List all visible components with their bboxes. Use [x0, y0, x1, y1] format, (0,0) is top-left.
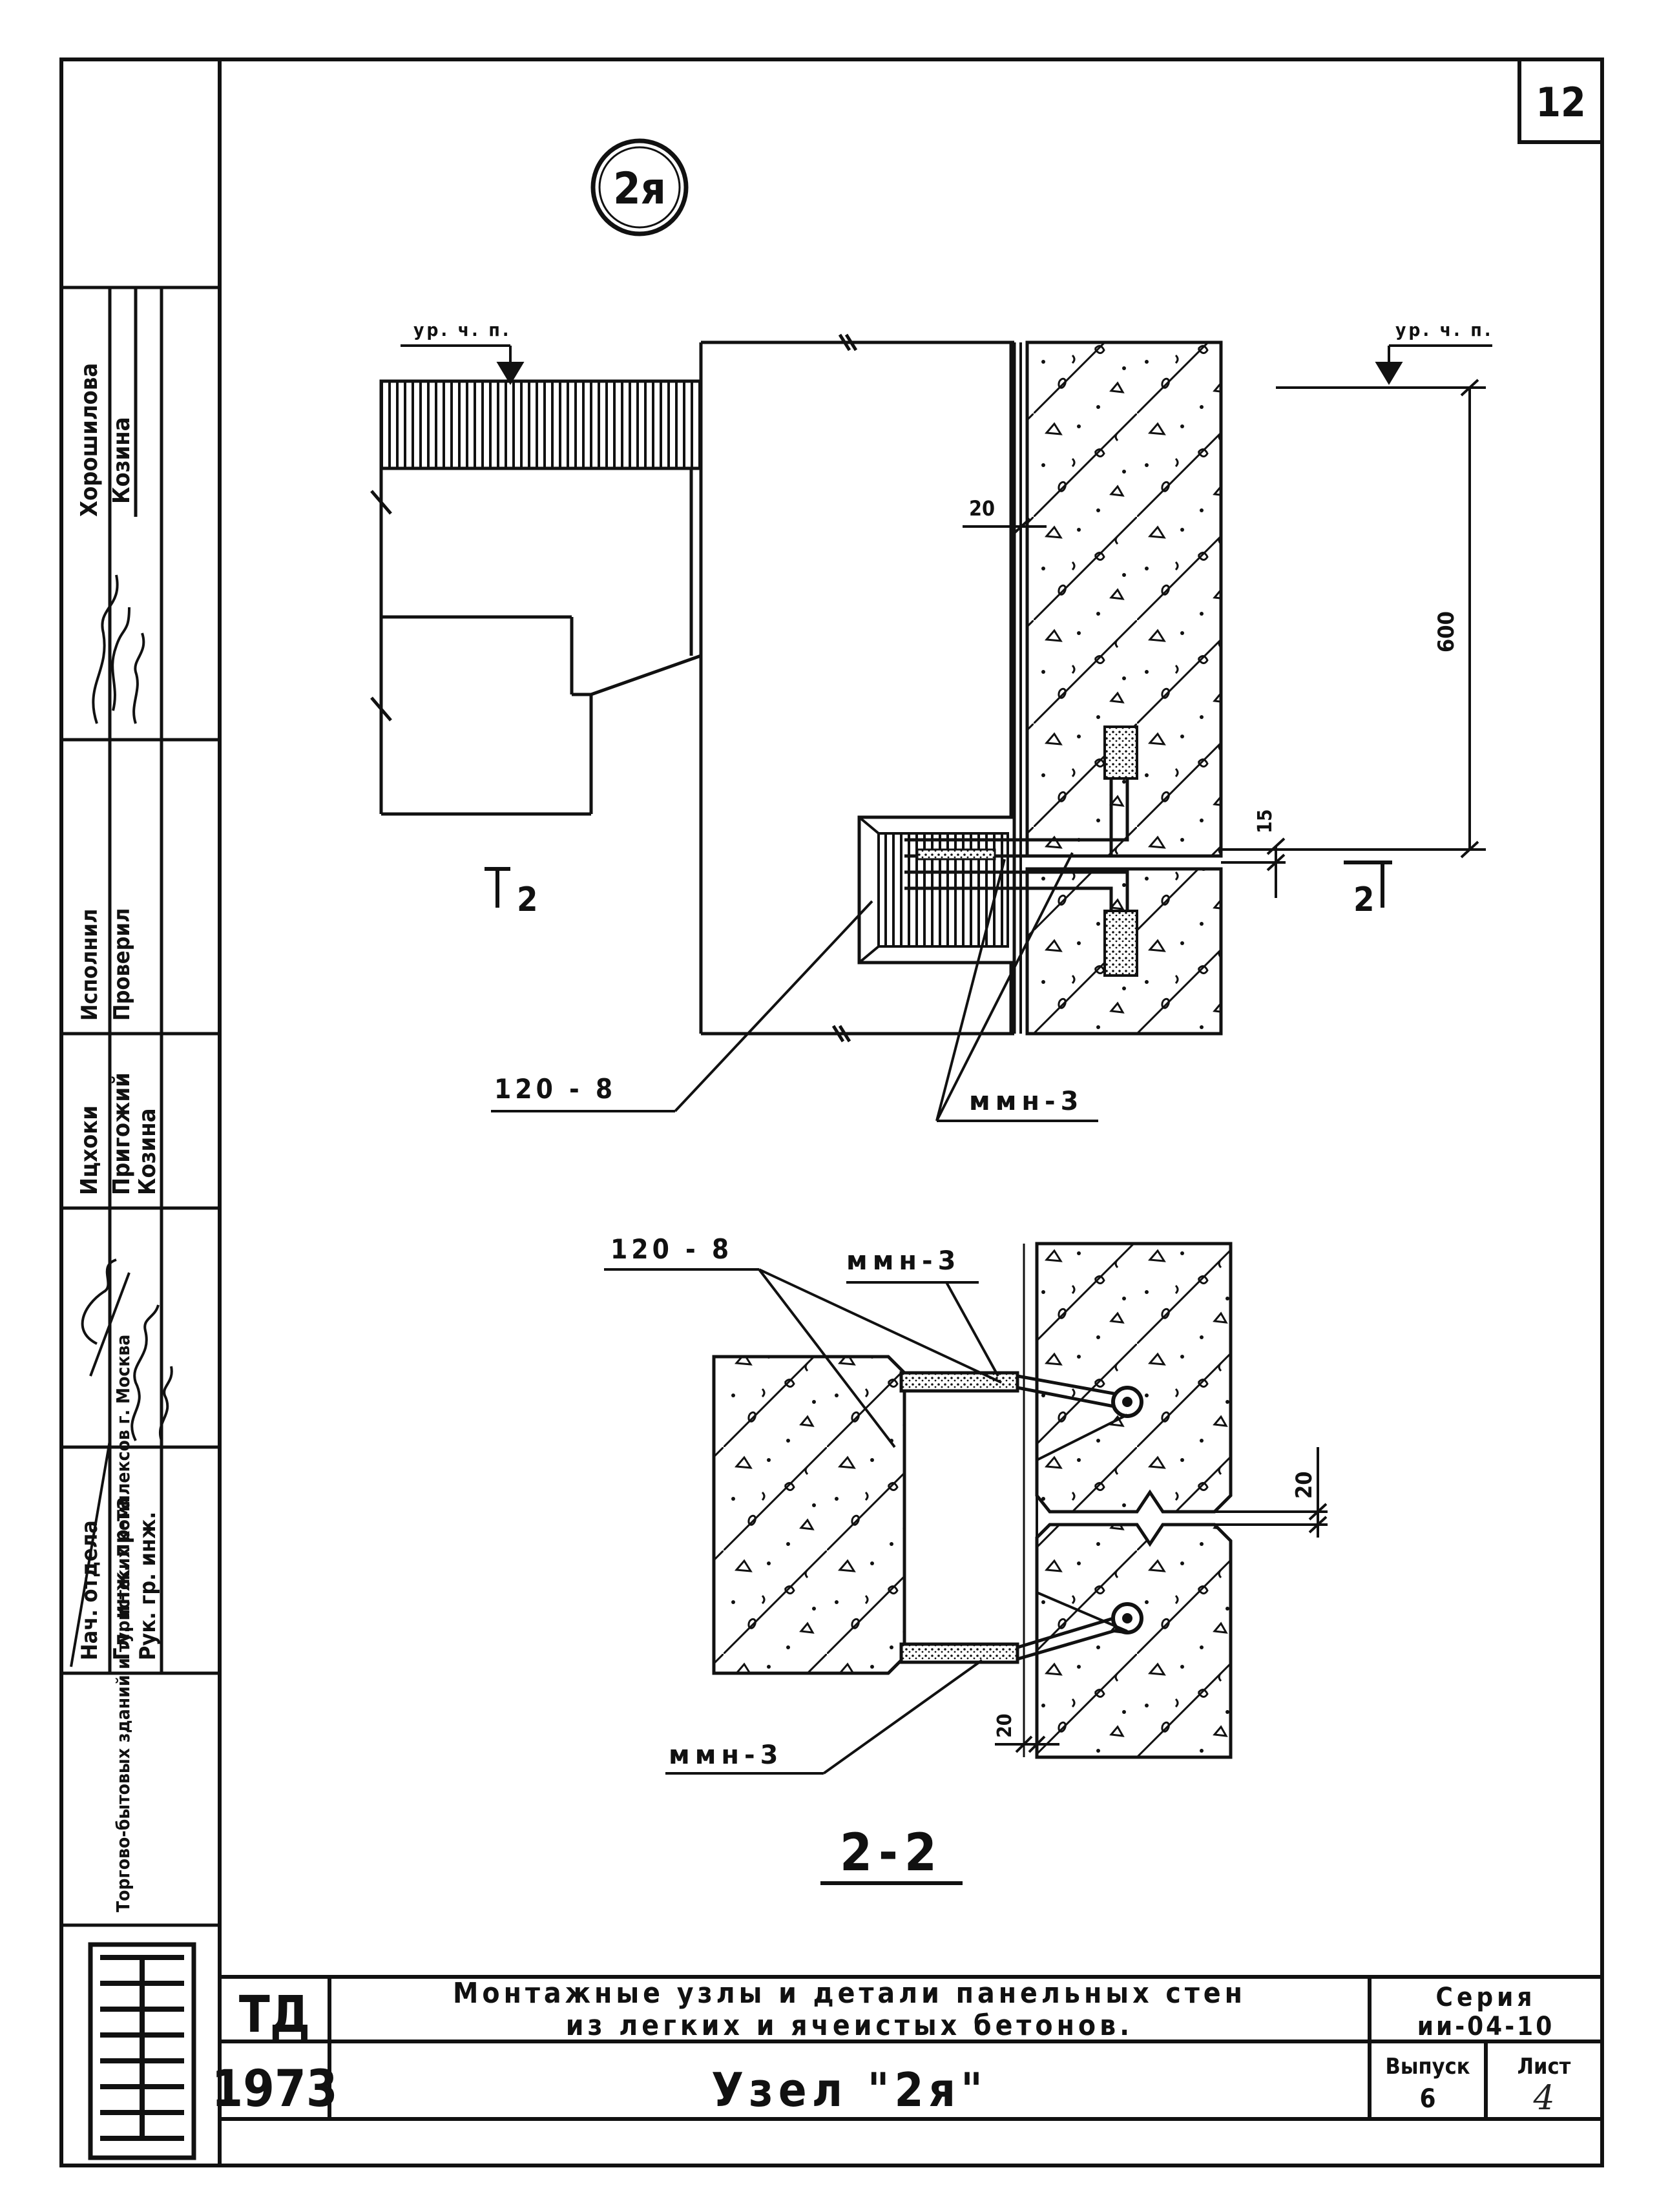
issue-value: 6 — [1419, 2084, 1435, 2114]
left-concrete-block — [712, 1355, 906, 1675]
section-title: 2-2 — [840, 1822, 943, 1883]
signatures — [70, 574, 173, 1667]
name-itskhoki: Ицхоки — [76, 1105, 103, 1195]
subtitle: Узел "2я" — [711, 2063, 988, 2117]
floor-slab — [379, 379, 703, 470]
dim-20-joint: 20 — [1291, 1471, 1317, 1499]
role-proveril: Проверил — [109, 908, 135, 1021]
dim-15: 15 — [1254, 809, 1277, 833]
organization: Торгово-бытовых зданий и туристских комп… — [112, 1335, 134, 1912]
title-line2: из легких и ячеистых бетонов. — [566, 2009, 1133, 2042]
td-label: ТД — [239, 1986, 310, 2044]
name-prigozhiy: Пригожий — [109, 1072, 135, 1195]
logo — [88, 1942, 196, 2160]
dim-20-bottom: 20 — [994, 1713, 1016, 1738]
plan-view: ур. ч. п. ур. ч. п. 600 20 15 — [370, 319, 1493, 1122]
stamp-roles: Исполнил Проверил Нач. отдела Гл. инж. п… — [77, 908, 161, 1660]
cut-label-left: 2 — [517, 881, 538, 919]
name-khoroshilova: Хорошилова — [76, 363, 103, 517]
sheet-number: 12 — [1536, 79, 1586, 126]
series-value: ии-04-10 — [1417, 2012, 1554, 2041]
level-left: ур. ч. п. — [413, 319, 511, 340]
level-right: ур. ч. п. — [1395, 319, 1493, 340]
role-gl-inzh: Гл. инж. пр-та — [109, 1496, 135, 1660]
node-marker: 2я — [590, 138, 689, 236]
stamp-column — [61, 286, 220, 1927]
node-marker-label: 2я — [613, 163, 666, 214]
series-label: Серия — [1436, 1983, 1536, 2012]
sheet-frame — [59, 57, 1604, 2167]
title-block-frame — [220, 1977, 1602, 2121]
cut-label-right: 2 — [1353, 881, 1375, 919]
sheet-label: Лист — [1517, 2054, 1571, 2080]
issue-label: Выпуск — [1386, 2054, 1470, 2080]
dim-20-plan: 20 — [969, 496, 995, 521]
sheet-value: 4 — [1532, 2079, 1554, 2118]
dim-600: 600 — [1434, 611, 1459, 652]
role-ruk-gr: Рук. гр. инж. — [135, 1512, 161, 1660]
organization-text: Торгово-бытовых зданий и туристских комп… — [112, 1335, 134, 1912]
year: 1973 — [211, 2060, 337, 2118]
callout-mmn3-top: ммн-3 — [846, 1246, 961, 1276]
callout-mmn3-bottom: ммн-3 — [669, 1740, 783, 1770]
callout-120-8-plan: 120 - 8 — [494, 1073, 616, 1105]
section-2-2: 20 20 120 - 8 ммн-3 ммн-3 2-2 — [604, 1233, 1328, 1885]
right-panel-lower — [1035, 1523, 1233, 1759]
name-kozina-1: Козина — [109, 417, 135, 504]
sheet-number-box: 12 — [1517, 57, 1604, 144]
role-ispolnil: Исполнил — [77, 909, 103, 1021]
role-nach-otdela: Нач. отдела — [77, 1520, 103, 1660]
callout-mmn3-plan: ммн-3 — [969, 1087, 1083, 1116]
title-line1: Монтажные узлы и детали панельных стен — [453, 1977, 1246, 2010]
callout-120-8-section: 120 - 8 — [610, 1233, 733, 1265]
name-kozina-2: Козина — [134, 1109, 161, 1195]
stamp-names: Хорошилова Козина Ицхоки Пригожий Козина — [76, 363, 161, 1195]
right-panel-upper — [1035, 1242, 1233, 1514]
